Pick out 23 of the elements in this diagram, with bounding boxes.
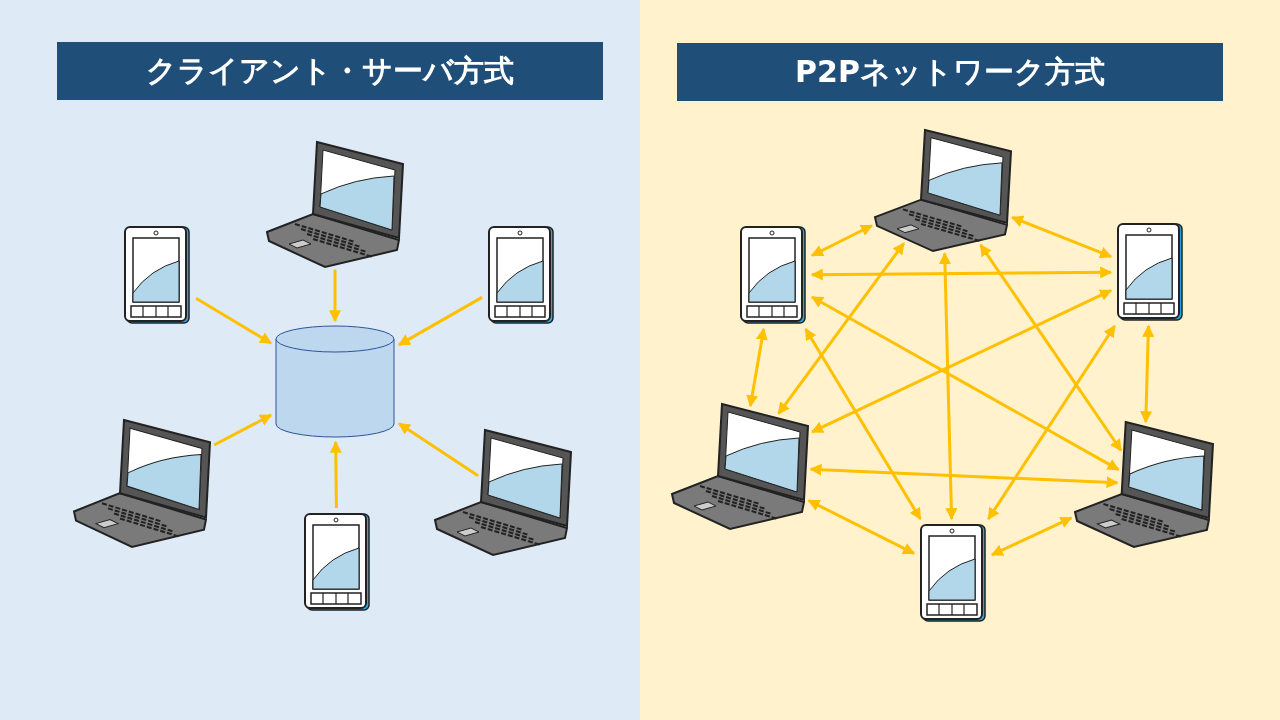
- arrow: [329, 269, 341, 323]
- arrow: [990, 516, 1073, 557]
- arrow: [811, 289, 1113, 434]
- arrow: [329, 440, 342, 508]
- arrow: [938, 252, 958, 521]
- arrow: [987, 325, 1116, 520]
- arrow: [777, 242, 906, 415]
- arrow: [1140, 324, 1155, 424]
- arrow: [746, 327, 768, 408]
- arrow: [804, 327, 922, 521]
- arrow: [810, 266, 1113, 281]
- arrow: [398, 422, 479, 477]
- arrow: [1011, 215, 1113, 259]
- arrow: [810, 224, 873, 257]
- heading-banner: P2Pネットワーク方式: [677, 43, 1223, 101]
- arrow: [195, 297, 273, 345]
- arrow: [809, 463, 1119, 489]
- arrow: [397, 296, 483, 347]
- arrow: [807, 499, 916, 555]
- arrow: [810, 295, 1120, 471]
- arrow: [213, 413, 273, 447]
- arrow: [979, 243, 1123, 452]
- heading-banner: クライアント・サーバ方式: [57, 42, 603, 100]
